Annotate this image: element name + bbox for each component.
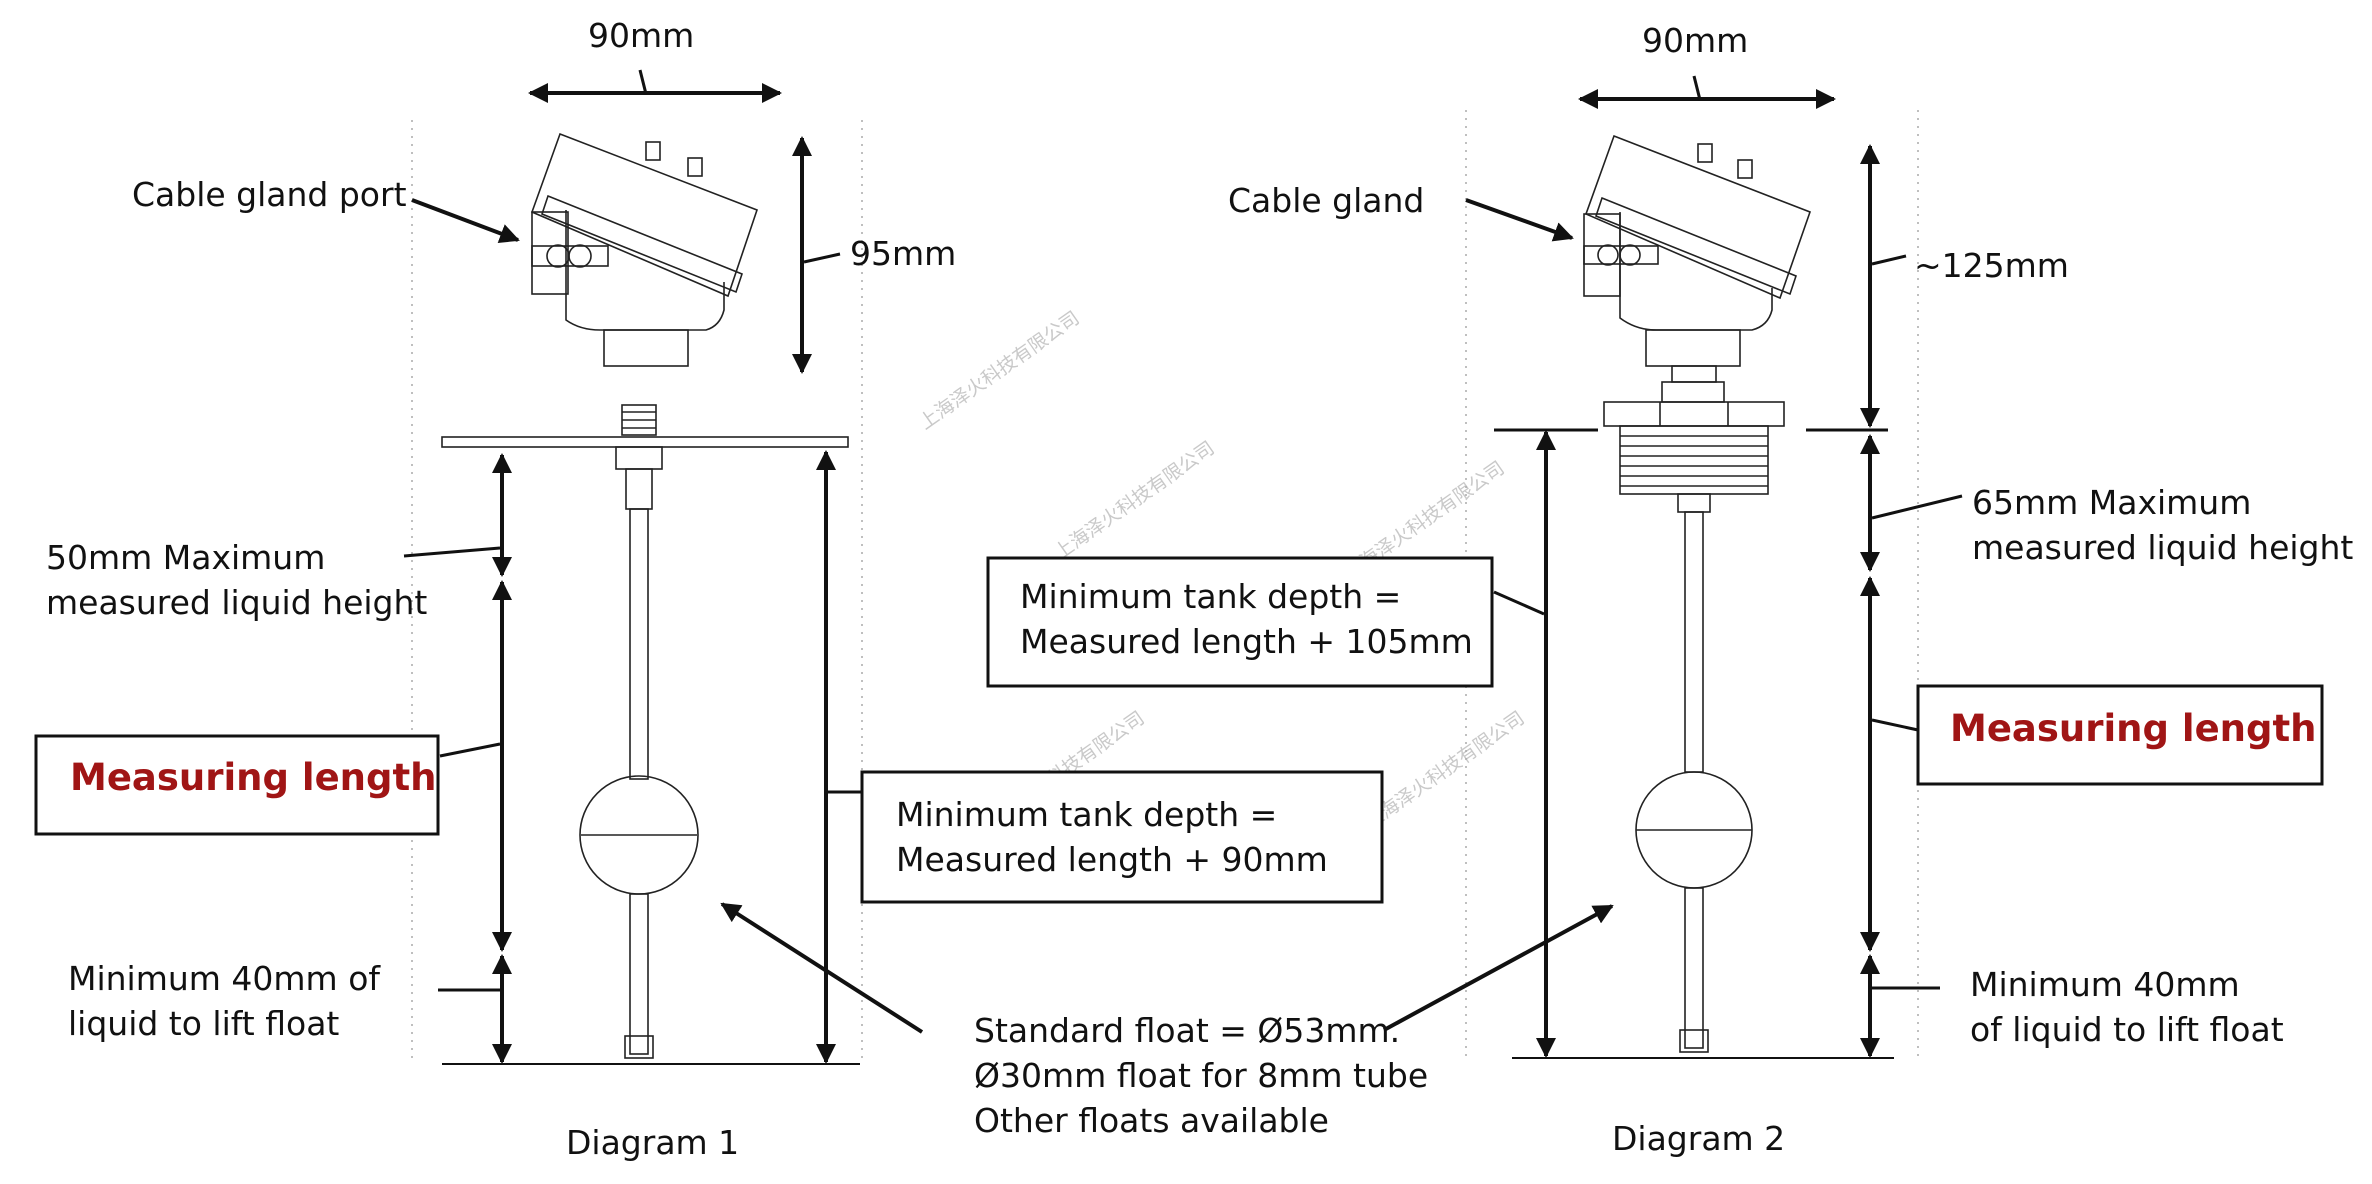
guides-1	[411, 120, 863, 1065]
diagram-2: 90mm ~125mm Cable gland 65mm Maximum mea…	[986, 21, 2353, 1158]
float-note: Standard float = Ø53mm. Ø30mm float for …	[974, 1011, 1439, 1140]
max-height-line: 50mm Maximum	[46, 538, 325, 577]
max-height-label: 65mm Maximum measured liquid height	[1972, 483, 2353, 567]
measuring-length-label: Measuring length	[1950, 707, 2317, 750]
cable-gland-label: Cable gland port	[132, 175, 407, 214]
min-liquid-label: Minimum 40mm of liquid to lift float	[1970, 965, 2284, 1049]
stem-and-float-2	[1635, 511, 1753, 1053]
tank-depth-label: Minimum tank depth = Measured length + 1…	[1020, 577, 1473, 661]
max-height-line: 65mm Maximum	[1972, 483, 2251, 522]
mounting-flange-1	[441, 404, 849, 470]
diagram-1: 90mm 95mm Cable gland port 50mm Maximum …	[34, 16, 1384, 1162]
watermark-text: 上海泽火科技有限公司	[915, 307, 1083, 434]
watermark-text: 上海泽火科技有限公司	[1360, 707, 1528, 834]
min-liquid-line: Minimum 40mm of	[68, 959, 381, 998]
tank-depth-line: Measured length + 105mm	[1020, 622, 1473, 661]
min-liquid-line: of liquid to lift float	[1970, 1010, 2284, 1049]
min-liquid-label: Minimum 40mm of liquid to lift float	[68, 959, 391, 1043]
max-height-line: measured liquid height	[1972, 528, 2353, 567]
sensor-head-1	[530, 132, 759, 367]
width-dimension-label: 90mm	[588, 16, 694, 55]
height-dimension-label: ~125mm	[1914, 246, 2069, 285]
sensor-head-2	[1583, 134, 1812, 367]
tank-depth-box	[860, 770, 1384, 904]
leader-lines-2	[1493, 494, 1963, 990]
float-note-line: Ø30mm float for 8mm tube	[974, 1056, 1428, 1095]
tank-depth-line: Measured length + 90mm	[896, 840, 1328, 879]
watermark-text: 上海泽火科技有限公司	[1050, 437, 1218, 564]
threaded-fitting-2	[1603, 365, 1785, 513]
cable-gland-label: Cable gland	[1228, 181, 1424, 220]
dimension-arrows-1	[411, 69, 924, 1064]
min-liquid-line: Minimum 40mm	[1970, 965, 2240, 1004]
diagram-caption: Diagram 2	[1612, 1119, 1785, 1158]
float-note-line: Other floats available	[974, 1101, 1329, 1140]
measuring-length-box	[34, 734, 440, 836]
min-liquid-line: liquid to lift float	[68, 1004, 339, 1043]
tank-depth-label: Minimum tank depth = Measured length + 9…	[896, 795, 1328, 879]
measuring-length-label: Measuring length	[70, 756, 437, 799]
dimension-arrows-2	[1383, 75, 1907, 1058]
guides-2	[1465, 110, 1919, 1059]
stem-and-float-1	[579, 468, 699, 1059]
diagram-caption: Diagram 1	[566, 1123, 739, 1162]
measuring-length-box	[1916, 684, 2324, 786]
height-dimension-label: 95mm	[850, 234, 956, 273]
width-dimension-label: 90mm	[1642, 21, 1748, 60]
max-height-line: measured liquid height	[46, 583, 427, 622]
tank-depth-line: Minimum tank depth =	[896, 795, 1277, 834]
float-note-line: Standard float = Ø53mm.	[974, 1011, 1400, 1050]
leader-lines-1	[403, 546, 862, 992]
tank-depth-line: Minimum tank depth =	[1020, 577, 1401, 616]
tank-depth-box	[986, 556, 1494, 688]
max-height-label: 50mm Maximum measured liquid height	[46, 538, 427, 622]
